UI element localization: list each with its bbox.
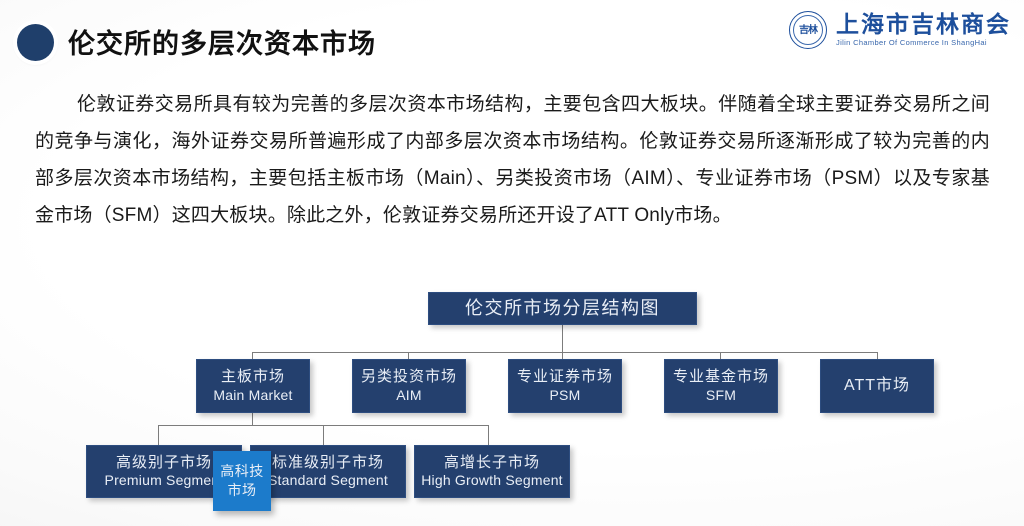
node-premium-segment-label-cn: 高级别子市场 bbox=[115, 453, 212, 471]
node-high-tech-market[interactable]: 高科技市场 bbox=[213, 451, 271, 511]
filled-circle-icon bbox=[17, 24, 54, 61]
node-sfm-label-cn: 专业基金市场 bbox=[672, 368, 769, 386]
connector-to-psm bbox=[562, 352, 563, 359]
node-aim[interactable]: 另类投资市场 AIM bbox=[352, 359, 466, 413]
node-premium-segment-label-en: Premium Segment bbox=[104, 472, 224, 489]
node-psm-label-cn: 专业证券市场 bbox=[516, 368, 613, 386]
connector-to-att bbox=[877, 352, 878, 359]
node-root[interactable]: 伦交所市场分层结构图 bbox=[428, 292, 697, 325]
node-aim-label-en: AIM bbox=[396, 386, 422, 403]
node-high-tech-market-label-cn: 高科技市场 bbox=[220, 463, 264, 498]
node-att[interactable]: ATT市场 bbox=[820, 359, 934, 413]
node-aim-label-cn: 另类投资市场 bbox=[360, 368, 457, 386]
connector-to-highgrowth bbox=[488, 425, 489, 445]
node-root-label-cn: 伦交所市场分层结构图 bbox=[465, 297, 660, 318]
node-standard-segment[interactable]: 标准级别子市场 Standard Segment bbox=[250, 445, 406, 498]
connector-root-down bbox=[562, 325, 563, 352]
connector-to-main bbox=[252, 352, 253, 359]
connector-to-sfm bbox=[720, 352, 721, 359]
connector-to-standard bbox=[323, 425, 324, 445]
connector-main-down bbox=[252, 413, 253, 425]
node-att-label-cn: ATT市场 bbox=[843, 377, 911, 395]
org-logo: 吉林 上海市吉林商会 Jilin Chamber Of Commerce In … bbox=[789, 11, 1011, 49]
node-main-market-label-cn: 主板市场 bbox=[220, 368, 285, 386]
connector-level2-bus bbox=[252, 352, 877, 353]
node-psm[interactable]: 专业证券市场 PSM bbox=[508, 359, 622, 413]
node-main-market-label-en: Main Market bbox=[213, 386, 293, 403]
node-high-growth-segment-label-cn: 高增长子市场 bbox=[443, 453, 540, 471]
connector-to-premium bbox=[158, 425, 159, 445]
logo-text: 上海市吉林商会 Jilin Chamber Of Commerce In Sha… bbox=[836, 13, 1011, 47]
node-standard-segment-label-en: Standard Segment bbox=[268, 472, 388, 489]
node-main-market[interactable]: 主板市场 Main Market bbox=[196, 359, 310, 413]
connector-to-aim bbox=[408, 352, 409, 359]
node-psm-label-en: PSM bbox=[549, 386, 581, 403]
seal-inner-ring bbox=[793, 15, 823, 45]
logo-name-cn: 上海市吉林商会 bbox=[836, 11, 1011, 38]
logo-name-en: Jilin Chamber Of Commerce In ShangHai bbox=[836, 38, 987, 48]
market-structure-diagram: 伦交所市场分层结构图 主板市场 Main Market 另类投资市场 AIM 专… bbox=[0, 276, 1024, 526]
node-sfm-label-en: SFM bbox=[705, 386, 737, 403]
page-title: 伦交所的多层次资本市场 bbox=[68, 29, 376, 59]
node-high-growth-segment-label-en: High Growth Segment bbox=[421, 472, 563, 489]
node-standard-segment-label-cn: 标准级别子市场 bbox=[271, 453, 384, 471]
node-high-growth-segment[interactable]: 高增长子市场 High Growth Segment bbox=[414, 445, 570, 498]
body-paragraph: 伦敦证券交易所具有较为完善的多层次资本市场结构，主要包含四大板块。伴随着全球主要… bbox=[35, 94, 990, 226]
seal-label: 吉林 bbox=[799, 24, 818, 36]
seal-icon: 吉林 bbox=[789, 11, 827, 49]
node-sfm[interactable]: 专业基金市场 SFM bbox=[664, 359, 778, 413]
